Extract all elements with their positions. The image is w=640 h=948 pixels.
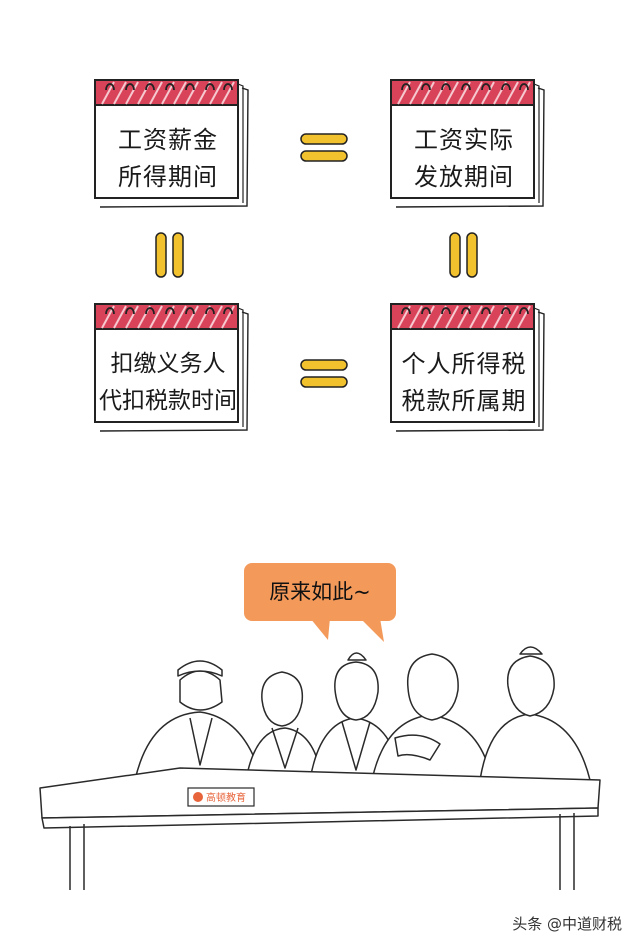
equals-icon-left-vertical (155, 232, 184, 278)
logo-icon (193, 792, 203, 802)
calendar-text: 扣缴义务人 代扣税款时间 (94, 346, 242, 420)
equals-icon-top (300, 133, 348, 162)
calendar-line-1: 工资实际 (414, 126, 514, 154)
calendar-icon (390, 79, 545, 208)
calendar-line-1: 工资薪金 (118, 126, 218, 154)
calendar-line-2: 所得期间 (118, 163, 218, 191)
calendar-card-bottom-right: 个人所得税 税款所属期 (388, 300, 546, 432)
calendar-text: 工资实际 发放期间 (390, 122, 538, 196)
watermark: 头条 @中道财税 (512, 915, 622, 933)
nameplate-text: 高顿教育 (206, 791, 246, 804)
calendar-line-1: 扣缴义务人 (110, 351, 226, 377)
calendar-icon (94, 79, 249, 208)
calendar-line-1: 个人所得税 (401, 350, 527, 378)
calendar-icon (390, 303, 545, 432)
equals-icon-right-vertical (449, 232, 478, 278)
calendar-text: 工资薪金 所得期间 (94, 122, 242, 196)
equals-icon-bottom (300, 359, 348, 388)
calendar-line-2: 代扣税款时间 (99, 388, 237, 414)
speech-bubble: 原来如此~ (244, 563, 396, 621)
calendar-icon (94, 303, 249, 432)
panel-illustration: 高顿教育 (39, 646, 601, 890)
speech-bubble-tail-icon (310, 618, 384, 642)
nameplate: 高顿教育 (187, 787, 255, 807)
calendar-text: 个人所得税 税款所属期 (390, 346, 538, 420)
calendar-line-2: 发放期间 (414, 163, 514, 191)
calendar-line-2: 税款所属期 (401, 387, 527, 415)
calendar-card-top-right: 工资实际 发放期间 (388, 76, 546, 208)
calendar-card-bottom-left: 扣缴义务人 代扣税款时间 (92, 300, 250, 432)
calendar-card-top-left: 工资薪金 所得期间 (92, 76, 250, 208)
